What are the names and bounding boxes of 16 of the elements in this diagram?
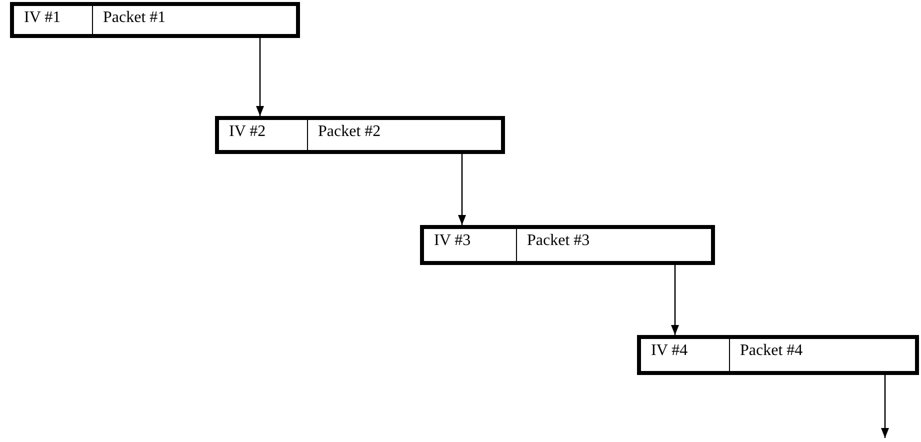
arrow (458, 154, 466, 225)
cell-label: IV #1 (24, 9, 61, 26)
cell-label: Packet #2 (318, 123, 381, 140)
cell-label: Packet #3 (527, 232, 590, 249)
arrow (881, 375, 889, 438)
record-box (10, 2, 300, 38)
record-box (637, 335, 919, 375)
cell-label: IV #4 (651, 342, 688, 359)
record-box (215, 116, 505, 154)
cell-label: IV #3 (434, 232, 471, 249)
cell-label: Packet #4 (740, 342, 803, 359)
arrow (256, 38, 264, 116)
cell-label: Packet #1 (103, 9, 166, 26)
cell-label: IV #2 (229, 123, 266, 140)
record-box (420, 225, 715, 265)
arrow (671, 265, 679, 335)
